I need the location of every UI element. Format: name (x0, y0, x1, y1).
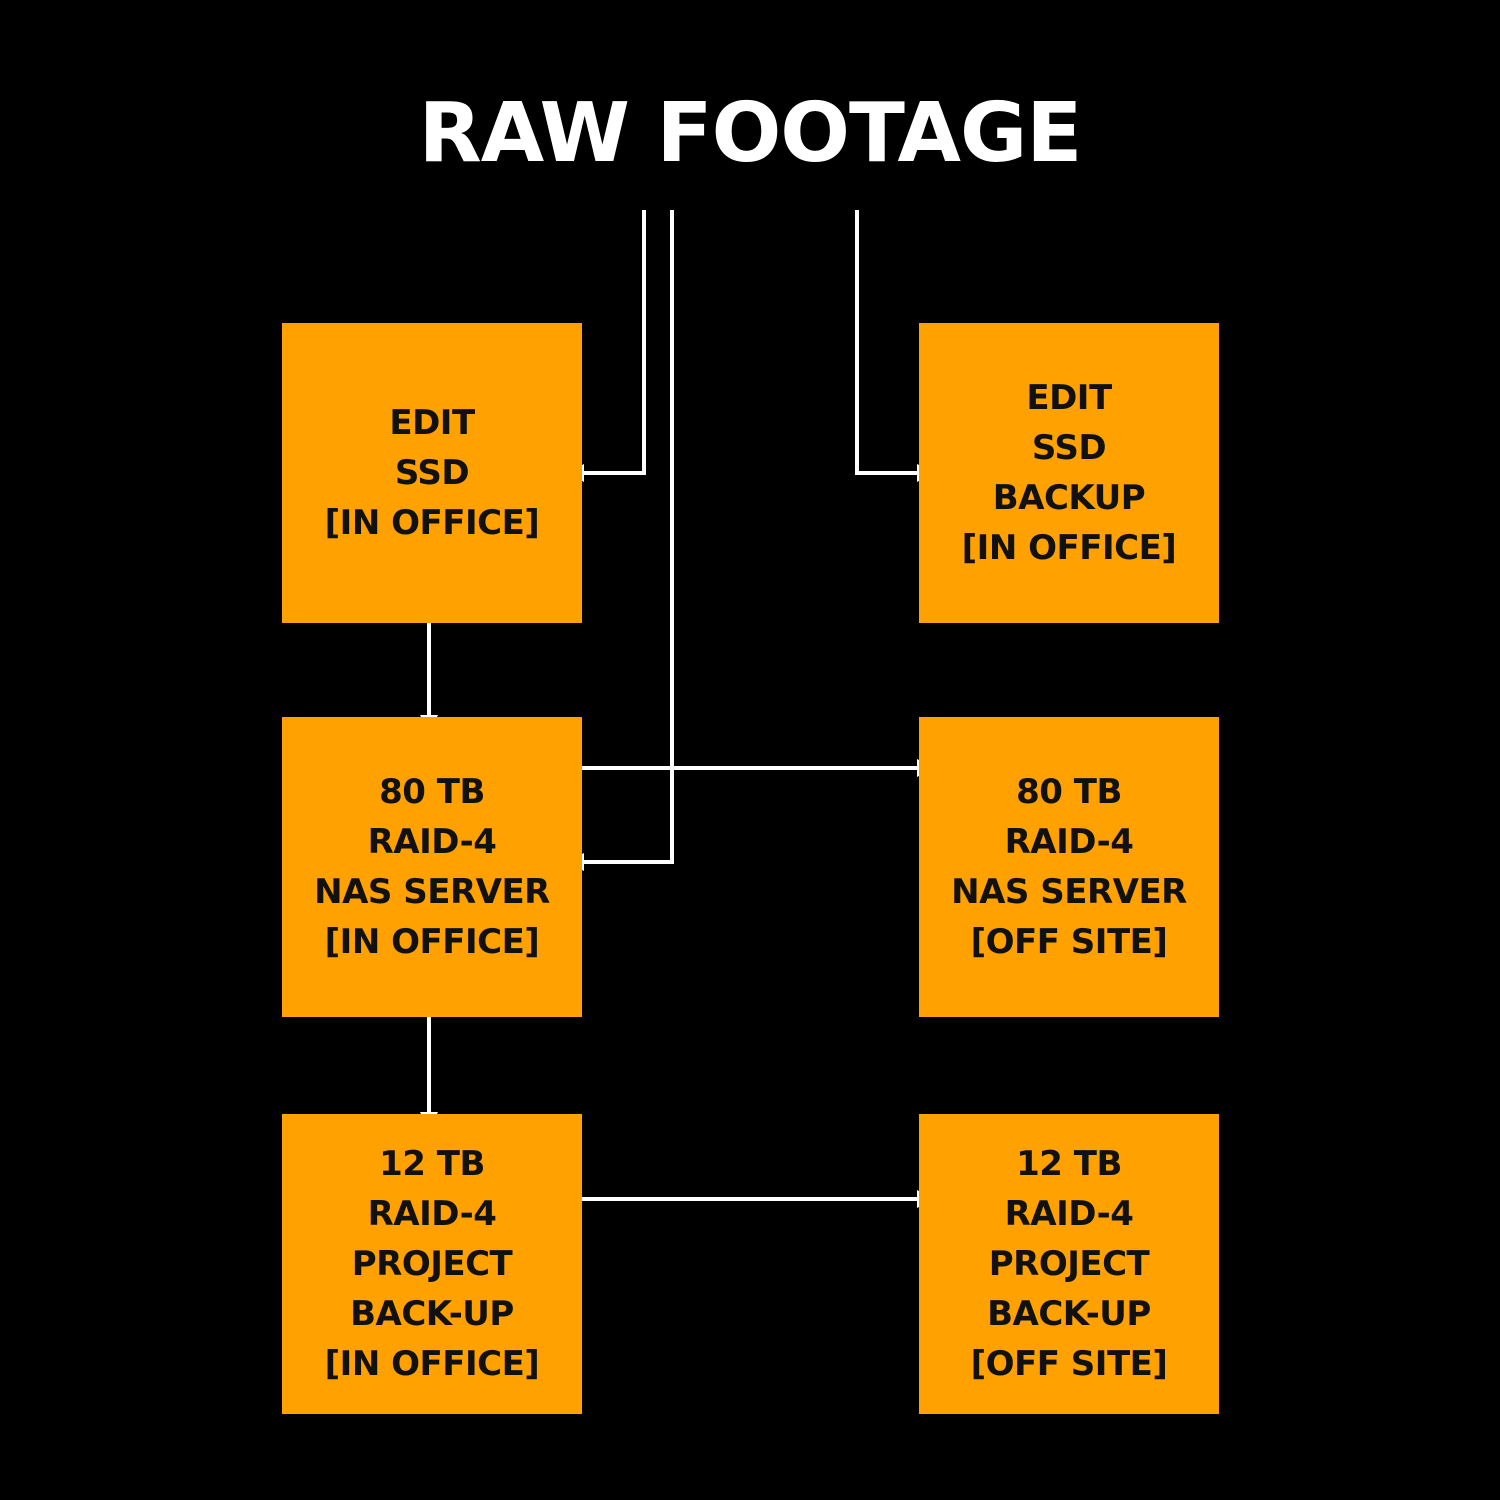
node-edit-ssd-backup: EDIT SSD BACKUP [IN OFFICE] (919, 323, 1219, 623)
connector-raw-to-edit-ssd (582, 210, 646, 475)
node-label-line: 80 TB (1016, 772, 1122, 812)
node-label-line: [IN OFFICE] (324, 503, 540, 543)
node-label-line: [IN OFFICE] (961, 528, 1177, 568)
node-label-line: EDIT (1026, 378, 1112, 418)
node-label-line: NAS SERVER (951, 872, 1187, 912)
node-label: 12 TB RAID-4 PROJECT BACK-UP [OFF SITE] (971, 1139, 1168, 1389)
node-label-line: RAID-4 (1004, 1194, 1134, 1234)
node-label-line: 12 TB (379, 1144, 485, 1184)
node-label-line: [OFF SITE] (970, 1344, 1168, 1384)
node-label-line: [IN OFFICE] (324, 1344, 540, 1384)
node-project-backup-off-site: 12 TB RAID-4 PROJECT BACK-UP [OFF SITE] (919, 1114, 1219, 1414)
node-label: 80 TB RAID-4 NAS SERVER [IN OFFICE] (314, 767, 550, 967)
node-label-line: 12 TB (1016, 1144, 1122, 1184)
node-label-line: [IN OFFICE] (324, 922, 540, 962)
node-edit-ssd: EDIT SSD [IN OFFICE] (282, 323, 582, 623)
node-nas-off-site: 80 TB RAID-4 NAS SERVER [OFF SITE] (919, 717, 1219, 1017)
node-label-line: SSD (394, 453, 470, 493)
node-label: 12 TB RAID-4 PROJECT BACK-UP [IN OFFICE] (325, 1139, 540, 1389)
node-label-line: PROJECT (351, 1244, 513, 1284)
node-label-line: 80 TB (379, 772, 485, 812)
node-label-line: BACKUP (992, 478, 1146, 518)
node-label: EDIT SSD BACKUP [IN OFFICE] (962, 373, 1177, 573)
node-label-line: RAID-4 (367, 822, 497, 862)
node-label-line: RAID-4 (367, 1194, 497, 1234)
node-label-line: NAS SERVER (314, 872, 550, 912)
node-label-line: BACK-UP (350, 1294, 514, 1334)
connector-raw-to-edit-ssd-backup (855, 210, 919, 475)
node-nas-in-office: 80 TB RAID-4 NAS SERVER [IN OFFICE] (282, 717, 582, 1017)
node-label-line: PROJECT (988, 1244, 1150, 1284)
node-label: 80 TB RAID-4 NAS SERVER [OFF SITE] (951, 767, 1187, 967)
node-label: EDIT SSD [IN OFFICE] (325, 398, 540, 548)
node-label-line: EDIT (389, 403, 475, 443)
node-label-line: BACK-UP (987, 1294, 1151, 1334)
diagram-title: RAW FOOTAGE (418, 86, 1083, 181)
node-label-line: [OFF SITE] (970, 922, 1168, 962)
node-label-line: SSD (1031, 428, 1107, 468)
node-label-line: RAID-4 (1004, 822, 1134, 862)
node-project-backup-in-office: 12 TB RAID-4 PROJECT BACK-UP [IN OFFICE] (282, 1114, 582, 1414)
connector-raw-to-nas-in-office (582, 210, 674, 864)
